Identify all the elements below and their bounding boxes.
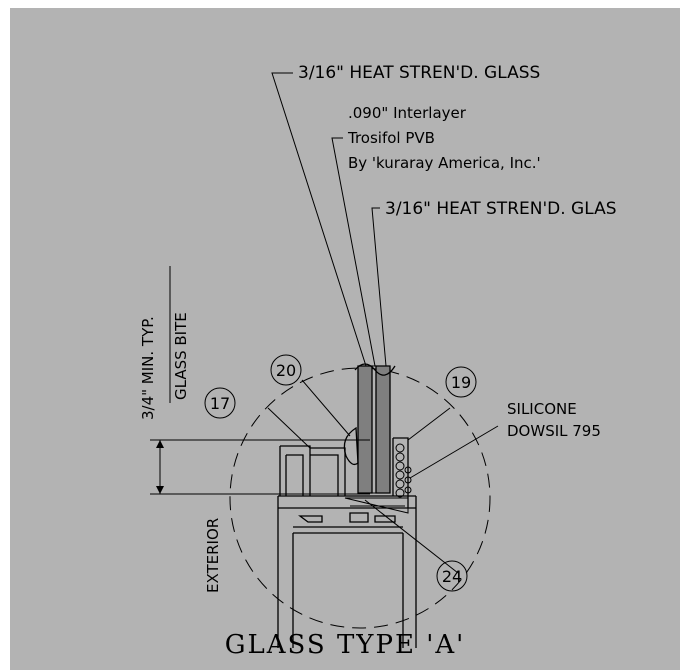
label-silicone-line1: SILICONE — [507, 400, 577, 418]
leader-glass-outer — [271, 72, 367, 367]
glass-lite-inner — [375, 365, 391, 494]
bite-dimension — [150, 439, 370, 495]
callout-20: 20 — [270, 354, 302, 386]
thermal-break — [298, 512, 396, 523]
exterior-gasket — [343, 426, 359, 466]
callout-24: 24 — [436, 560, 468, 592]
callout-24-text: 24 — [442, 567, 462, 586]
callout-20-text: 20 — [276, 361, 296, 380]
setting-block — [344, 497, 409, 514]
leader-glass-inner — [371, 207, 387, 367]
drawing-area: 3/16" HEAT STREN'D. GLASS .090" Interlay… — [10, 8, 680, 670]
detail-circle — [229, 367, 491, 629]
pvb-interlayer — [372, 365, 376, 494]
dimension-extension-lines — [150, 439, 370, 495]
silicone-bead-column — [395, 443, 412, 498]
leader-24 — [364, 499, 459, 574]
label-bite-dimension: 3/4" MIN. TYP. — [139, 316, 157, 420]
label-glass-bite: GLASS BITE — [172, 312, 190, 400]
label-glass-outer: 3/16" HEAT STREN'D. GLASS — [298, 63, 540, 83]
glass-break-line — [354, 363, 396, 376]
callout-17-text: 17 — [210, 394, 230, 413]
drawing-background — [10, 8, 680, 670]
leader-interlayer — [331, 137, 376, 367]
label-interlayer-line1: .090" Interlayer — [348, 104, 467, 122]
left-pocket — [279, 445, 311, 496]
drawing-title: GLASS TYPE 'A' — [225, 630, 466, 660]
label-exterior: EXTERIOR — [204, 518, 222, 593]
mullion-webs — [278, 495, 416, 534]
mullion-walls — [277, 496, 417, 648]
leader-20 — [301, 379, 351, 437]
right-leg — [392, 437, 409, 508]
leader-lines — [267, 72, 499, 574]
label-glass-inner: 3/16" HEAT STREN'D. GLAS — [385, 199, 617, 219]
laminated-glass — [354, 363, 396, 494]
callout-17: 17 — [204, 387, 236, 419]
leader-silicone — [409, 425, 499, 479]
leader-19 — [407, 407, 451, 441]
glass-detail-drawing: 3/16" HEAT STREN'D. GLASS .090" Interlay… — [10, 8, 680, 670]
glass-lite-outer — [357, 365, 373, 494]
callout-19: 19 — [445, 366, 477, 398]
leader-17 — [267, 407, 311, 449]
label-interlayer-line3: By 'kuraray America, Inc.' — [348, 154, 541, 172]
callout-19-text: 19 — [451, 373, 471, 392]
label-interlayer-line2: Trosifol PVB — [347, 129, 435, 147]
label-silicone-line2: DOWSIL 795 — [507, 422, 601, 440]
